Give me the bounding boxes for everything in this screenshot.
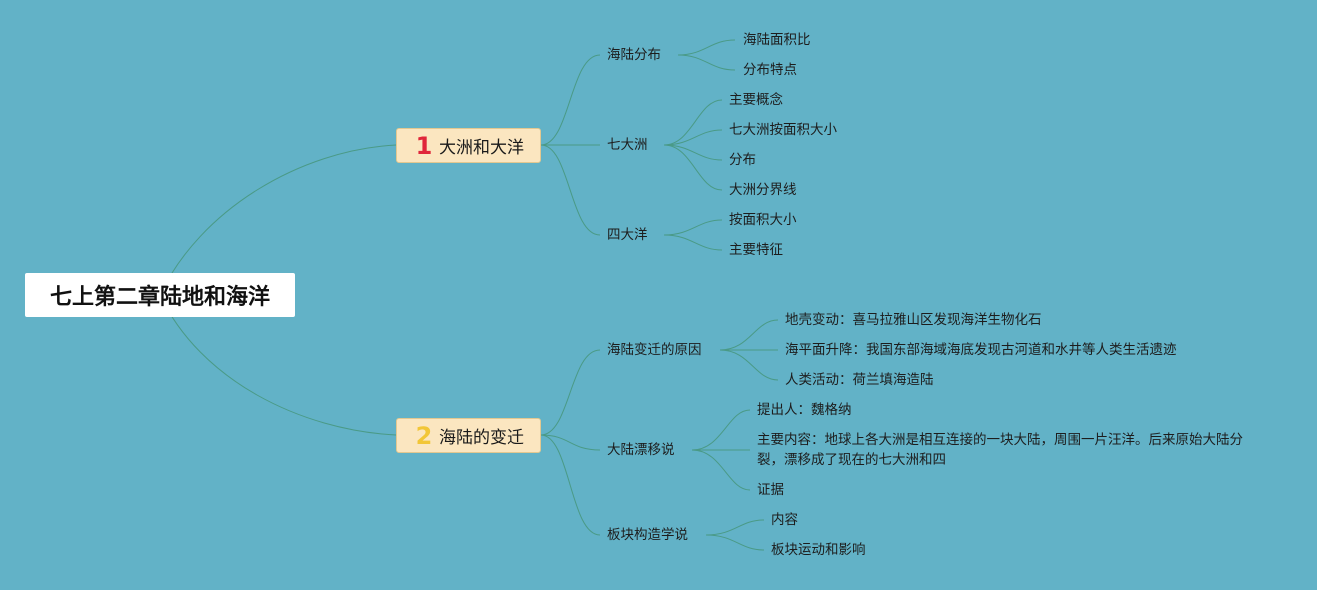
connector-t4-l1	[719, 319, 779, 351]
branch-label: 大洲和大洋	[439, 138, 524, 158]
branch-land-sea-changes[interactable]: 2 海陆的变迁	[396, 418, 541, 453]
leaf-proposer[interactable]: 提出人：魏格纳	[757, 402, 852, 418]
number-2-icon: 2	[415, 421, 433, 450]
leaf-area-ratio[interactable]: 海陆面积比	[743, 32, 811, 48]
connector-t6-l1	[705, 519, 765, 536]
leaf-main-content[interactable]: 主要内容：地球上各大洲是相互连接的一块大陆，周围一片汪洋。后来原始大陆分裂，漂移…	[757, 432, 1243, 468]
leaf-human-activity[interactable]: 人类活动：荷兰填海造陆	[785, 372, 934, 388]
connector-t5-l1	[691, 409, 751, 451]
connector-t2-l1	[663, 99, 723, 146]
connector-t3-l2	[663, 234, 723, 251]
connector-b1-t1	[540, 54, 601, 146]
leaf-oceans-by-area[interactable]: 按面积大小	[729, 212, 797, 228]
connector-b2-t3	[540, 434, 601, 536]
connector-t4-l3	[719, 349, 779, 381]
leaf-plate-movement[interactable]: 板块运动和影响	[771, 542, 866, 558]
topic-land-sea-distribution[interactable]: 海陆分布	[607, 47, 661, 63]
leaf-continent-boundaries[interactable]: 大洲分界线	[729, 182, 797, 198]
connector-t2-l4	[663, 144, 723, 191]
leaf-continents-by-area[interactable]: 七大洲按面积大小	[729, 122, 837, 138]
root-topic[interactable]: 七上第二章陆地和海洋	[25, 273, 295, 317]
topic-plate-tectonics[interactable]: 板块构造学说	[607, 527, 688, 543]
leaf-ocean-features[interactable]: 主要特征	[729, 242, 783, 258]
leaf-crustal-movement[interactable]: 地壳变动：喜马拉雅山区发现海洋生物化石	[785, 312, 1042, 328]
connector-t3-l1	[663, 219, 723, 236]
leaf-sea-level-change[interactable]: 海平面升降：我国东部海域海底发现古河道和水井等人类生活遗迹	[785, 342, 1177, 358]
connector-t5-l3	[691, 449, 751, 491]
connector-root-branch-1	[159, 144, 397, 296]
connector-root-branch-2	[159, 294, 397, 436]
topic-seven-continents[interactable]: 七大洲	[607, 137, 648, 153]
topic-continental-drift[interactable]: 大陆漂移说	[607, 442, 675, 458]
connector-t2-l3	[663, 144, 723, 161]
leaf-distribution-features[interactable]: 分布特点	[743, 62, 797, 78]
connector-b2-t2	[540, 434, 601, 451]
topic-four-oceans[interactable]: 四大洋	[607, 227, 648, 243]
branch-label: 海陆的变迁	[439, 428, 524, 448]
leaf-main-concepts[interactable]: 主要概念	[729, 92, 783, 108]
leaf-evidence[interactable]: 证据	[757, 482, 784, 498]
connector-t1-l2	[677, 54, 736, 71]
connector-t2-l2	[663, 129, 723, 146]
connector-t1-l1	[677, 39, 736, 56]
number-1-icon: 1	[415, 131, 433, 160]
connector-b1-t3	[540, 144, 601, 236]
topic-causes-of-change[interactable]: 海陆变迁的原因	[607, 342, 702, 358]
leaf-continent-distribution[interactable]: 分布	[729, 152, 756, 168]
branch-continents-oceans[interactable]: 1 大洲和大洋	[396, 128, 541, 163]
connector-b2-t1	[540, 349, 601, 436]
connector-t6-l2	[705, 534, 765, 551]
leaf-content[interactable]: 内容	[771, 512, 798, 528]
